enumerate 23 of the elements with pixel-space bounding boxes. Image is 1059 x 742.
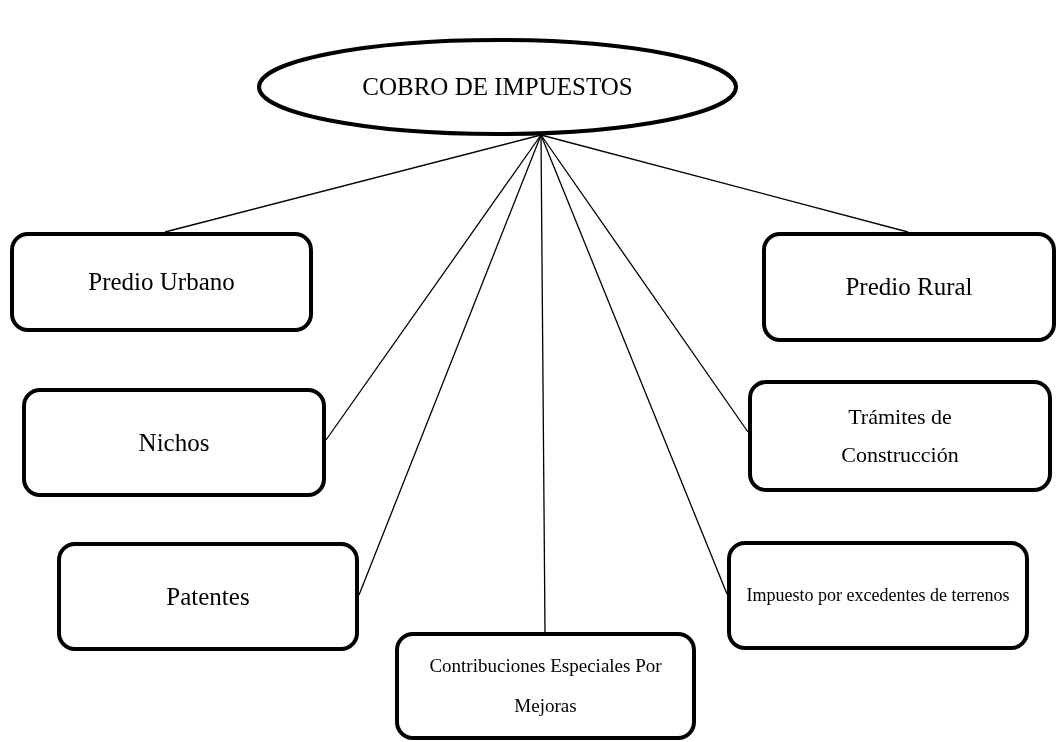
connector-line [540,134,546,633]
topic-ellipse [257,38,738,136]
category-box [22,388,326,497]
category-box [395,632,696,740]
node-label: Predio Urbano [88,267,235,297]
node-label: Patentes [166,581,250,612]
category-box [57,542,359,651]
category-box [748,380,1052,492]
node-label: Nichos [138,427,210,458]
connector-line [540,134,909,233]
category-box [10,232,313,332]
node-label: COBRO DE IMPUESTOS [362,72,633,102]
node-label: Predio Rural [845,272,973,302]
category-box [762,232,1056,342]
category-box [727,541,1029,650]
connector-line [325,134,542,441]
node-label: Impuesto por excedentes de terrenos [746,584,1010,608]
node-label: Trámites de Construcción [840,402,960,469]
connector-line [540,134,749,433]
node-label: Contribuciones Especiales Por Mejoras [428,654,663,718]
connector-line [358,134,542,596]
connector-line [164,134,542,233]
connector-line [540,134,728,595]
